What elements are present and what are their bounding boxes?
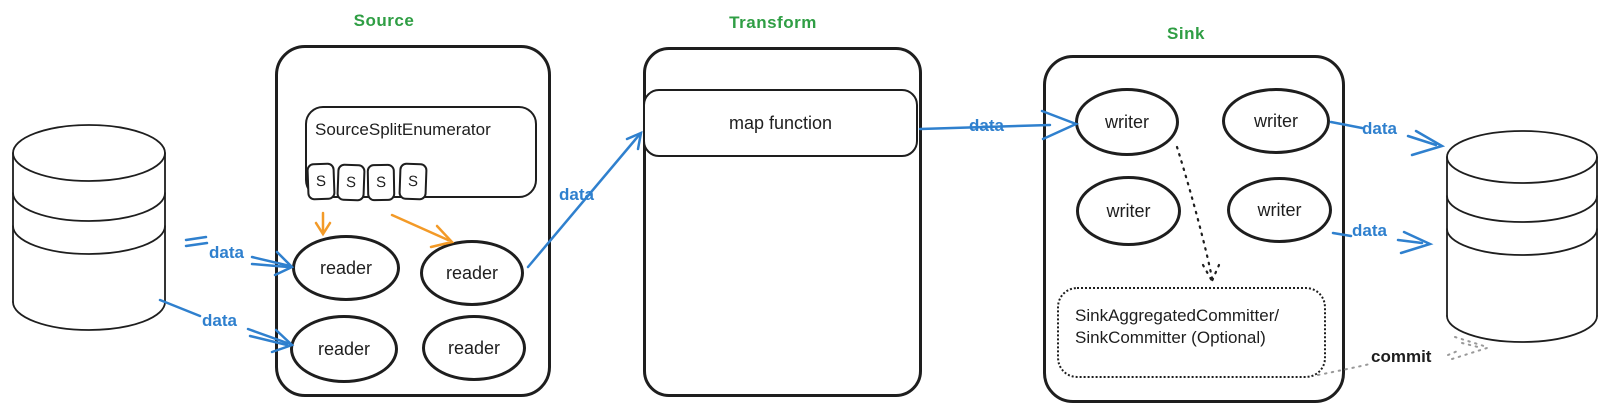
reader-ellipse: reader [420, 240, 524, 306]
reader-ellipse: reader [422, 315, 526, 381]
data-label-source-in-1: data [209, 243, 244, 262]
map-function-label: map function [728, 112, 833, 133]
right-database-icon [1446, 130, 1598, 343]
writer-ellipse: writer [1075, 88, 1179, 156]
data-label-source-in-2: data [202, 311, 237, 330]
sink-box [1043, 55, 1345, 403]
writer-ellipse: writer [1222, 88, 1330, 154]
split-chip: S [336, 163, 366, 202]
commit-label: commit [1371, 347, 1432, 366]
data-label-to-transform: data [559, 185, 594, 204]
data-label-to-db-2: data [1352, 221, 1387, 240]
writer-ellipse: writer [1076, 176, 1181, 246]
sink-committer-line2: SinkCommitter (Optional) [1075, 328, 1266, 347]
reader-ellipse: reader [290, 315, 398, 383]
split-chip: S [366, 163, 396, 202]
sink-committer-line1: SinkAggregatedCommitter/ [1075, 306, 1280, 325]
transform-box [643, 47, 922, 397]
sink-committer-box: SinkAggregatedCommitter/ SinkCommitter (… [1057, 287, 1326, 378]
data-label-to-db-1: data [1362, 119, 1397, 138]
reader-ellipse: reader [292, 235, 400, 301]
data-label-to-sink: data [969, 116, 1004, 135]
split-chip: S [306, 162, 336, 201]
map-function-box: map function [643, 89, 918, 157]
left-database-icon [12, 124, 166, 331]
source-split-enumerator-label: SourceSplitEnumerator [315, 120, 491, 139]
writer-ellipse: writer [1227, 177, 1332, 243]
split-chip: S [398, 162, 428, 201]
source-title: Source [353, 11, 415, 30]
transform-title: Transform [729, 13, 817, 32]
sink-title: Sink [1167, 24, 1205, 43]
